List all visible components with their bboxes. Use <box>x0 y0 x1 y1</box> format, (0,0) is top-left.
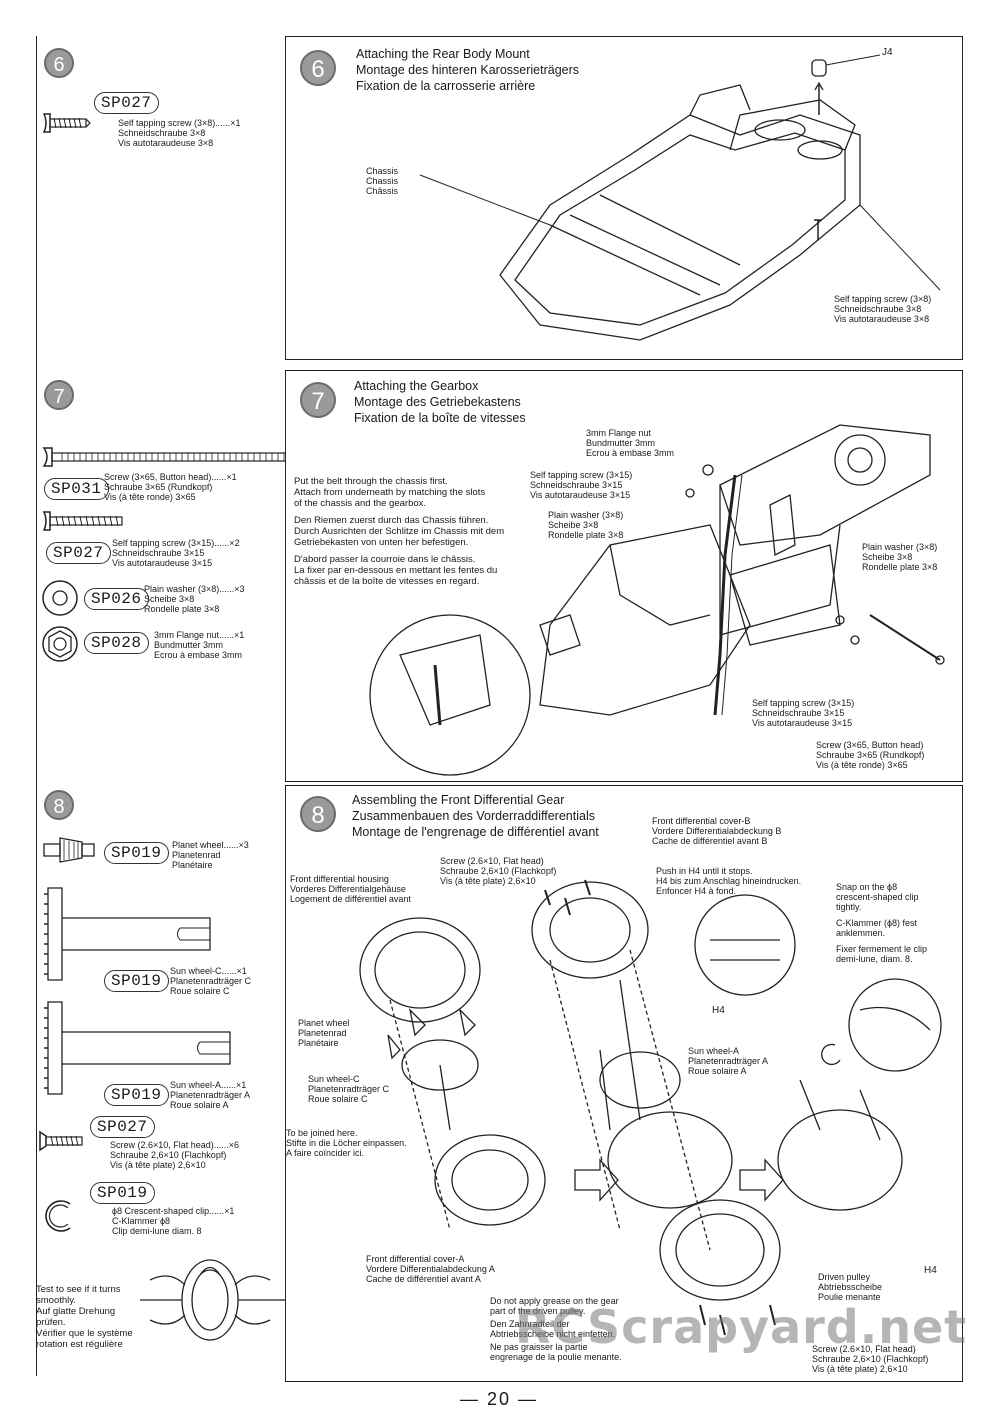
planet-wheel-icon <box>43 837 95 863</box>
sp-tag: SP027 <box>94 92 159 114</box>
long-screw-label: Screw (3×65, Button head) Schraube 3×65 … <box>816 740 925 770</box>
cover-b-label: Front differential cover-B Vordere Diffe… <box>652 816 782 846</box>
page-number: — 20 — <box>460 1389 539 1409</box>
to-be-joined-label: To be joined here. Stifte in die Löcher … <box>286 1128 407 1158</box>
sp-tag: SP019 <box>104 842 169 864</box>
snap-clip-label: Snap on the ϕ8 crescent-shaped clip tigh… <box>836 882 928 964</box>
screw-top-label: Screw (2.6×10, Flat head) Schraube 2,6×1… <box>440 856 557 886</box>
sp-tag: SP028 <box>84 632 149 654</box>
flat-head-screw-icon <box>39 1130 83 1152</box>
sp-tag: SP019 <box>104 1084 169 1106</box>
part-description: Screw (2.6×10, Flat head)......×6 Schrau… <box>110 1140 240 1170</box>
part-description: 3mm Flange nut......×1 Bundmutter 3mm Ec… <box>154 630 245 660</box>
part-description: Screw (3×65, Button head)......×1 Schrau… <box>104 472 237 502</box>
sun-wheel-a-label: Sun wheel-A Planetenradträger A Roue sol… <box>688 1046 769 1076</box>
self-tapping-screw-3x8-icon <box>42 113 91 133</box>
plain-washer-icon <box>42 580 78 616</box>
step7-left-badge: 7 <box>44 380 74 410</box>
step7-title: Attaching the Gearbox Montage des Getrie… <box>354 379 526 425</box>
part-description: Self tapping screw (3×8)......×1 Schneid… <box>118 118 241 148</box>
step8-title: Assembling the Front Differential Gear Z… <box>352 793 599 839</box>
chassis-label: Chassis Chassis Châssis <box>366 166 399 196</box>
step6-diagram-panel <box>285 36 963 360</box>
sp-tag: SP031 <box>44 478 109 500</box>
no-grease-label: Do not apply grease on the gear part of … <box>490 1296 622 1362</box>
washer-right-label: Plain washer (3×8) Scheibe 3×8 Rondelle … <box>862 542 938 572</box>
sun-wheel-a-icon <box>44 1001 231 1095</box>
part-description: Plain washer (3×8)......×3 Scheibe 3×8 R… <box>144 584 245 614</box>
cover-a-label: Front differential cover-A Vordere Diffe… <box>366 1254 495 1284</box>
part-description: Planet wheel......×3 Planetenrad Planéta… <box>172 840 249 870</box>
crescent-clip-icon <box>45 1200 71 1232</box>
j4-label: J4 <box>882 47 893 58</box>
part-description: Self tapping screw (3×15)......×2 Schnei… <box>112 538 240 568</box>
test-rotation-note: Test to see if it turns smoothly. Auf gl… <box>36 1284 133 1350</box>
step7-diagram-panel <box>285 370 963 782</box>
washer-left-label: Plain washer (3×8) Scheibe 3×8 Rondelle … <box>548 510 624 540</box>
sun-wheel-c-label: Sun wheel-C Planetenradträger C Roue sol… <box>308 1074 390 1104</box>
chassis-drawing <box>419 54 941 341</box>
rear-screw-label: Self tapping screw (3×8) Schneidschraube… <box>834 294 932 324</box>
housing-label: Front differential housing Vorderes Diff… <box>290 874 411 904</box>
step6-badge: 6 <box>300 50 336 86</box>
hands-rotation-test-drawing <box>140 1259 290 1341</box>
part-description: ϕ8 Crescent-shaped clip......×1 C-Klamme… <box>112 1206 235 1236</box>
step6-title: Attaching the Rear Body Mount Montage de… <box>356 47 580 93</box>
driven-pulley-label: Driven pulley Abtriebsscheibe Poulie men… <box>818 1272 883 1302</box>
sp-tag: SP027 <box>90 1116 155 1138</box>
step8-badge: 8 <box>300 796 336 832</box>
screw-3x15-top-label: Self tapping screw (3×15) Schneidschraub… <box>530 470 633 500</box>
push-h4-label: Push in H4 until it stops. H4 bis zum An… <box>656 866 802 896</box>
planet-wheel-label: Planet wheel Planetenrad Planétaire <box>298 1018 350 1048</box>
screw-bottom-label: Screw (2.6×10, Flat head) Schraube 2,6×1… <box>812 1344 929 1374</box>
gearbox-drawing <box>369 424 945 776</box>
step8-diagram-panel <box>285 785 963 1382</box>
step7-instruction-note: Put the belt through the chassis first. … <box>294 476 505 587</box>
sp-tag: SP019 <box>104 970 169 992</box>
step8-left-badge: 8 <box>44 790 74 820</box>
sun-wheel-c-icon <box>44 887 211 981</box>
screw-3x15-bottom-label: Self tapping screw (3×15) Schneidschraub… <box>752 698 855 728</box>
left-column-rule <box>36 36 37 1376</box>
sp-tag: SP026 <box>84 588 149 610</box>
part-description: Sun wheel-C......×1 Planetenradträger C … <box>170 966 252 996</box>
watermark: RCScrapyard.net <box>515 1300 968 1354</box>
h4-bottom-label: H4 <box>924 1265 937 1276</box>
part-description: Sun wheel-A......×1 Planetenradträger A … <box>170 1080 251 1110</box>
differential-exploded-drawing <box>359 879 942 1336</box>
sp-tag: SP027 <box>46 542 111 564</box>
flange-nut-label: 3mm Flange nut Bundmutter 3mm Ecrou à em… <box>586 428 675 458</box>
step7-badge: 7 <box>300 382 336 418</box>
self-tapping-screw-3x15-icon <box>42 511 123 531</box>
step6-left-badge: 6 <box>44 48 74 78</box>
flange-nut-icon <box>42 626 78 662</box>
h4-mid-label: H4 <box>712 1005 725 1016</box>
sp-tag: SP019 <box>90 1182 155 1204</box>
